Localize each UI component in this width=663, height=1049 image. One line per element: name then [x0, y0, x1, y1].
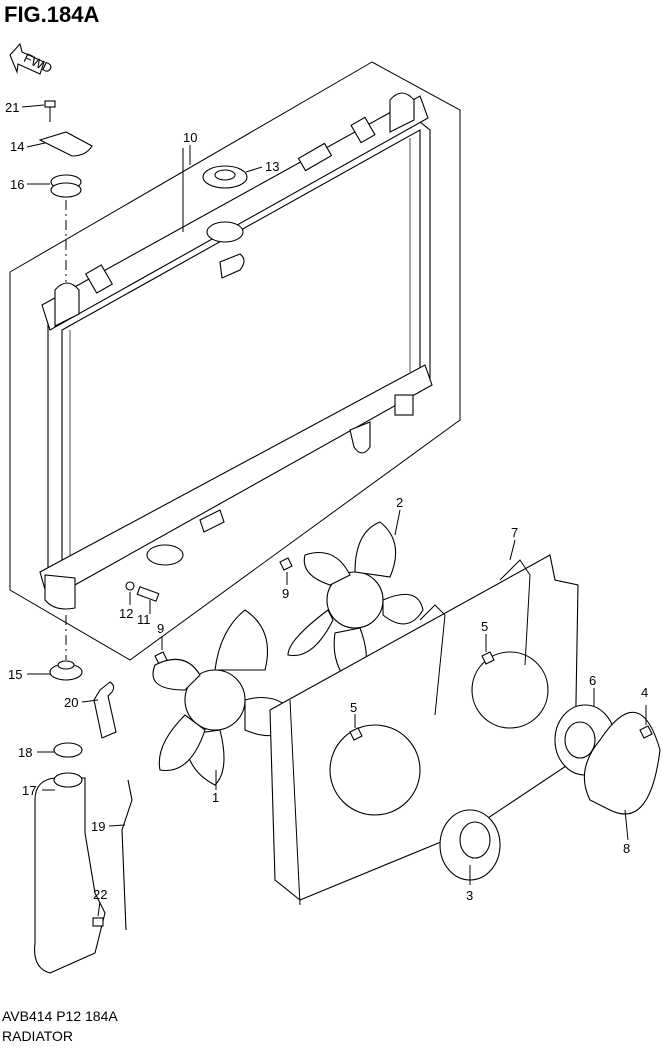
- fwd-arrow-icon: FWD: [9, 42, 55, 76]
- cap-18: [53, 742, 83, 758]
- callout-4: 4: [641, 685, 648, 700]
- mount-cushion-16: [50, 174, 82, 198]
- callout-19: 19: [91, 819, 105, 834]
- bolt-5a: [481, 651, 495, 665]
- callout-5a: 5: [481, 619, 488, 634]
- bracket-14: [38, 131, 93, 157]
- nut-9a: [279, 557, 293, 571]
- callout-15: 15: [8, 667, 22, 682]
- callout-12: 12: [119, 606, 133, 621]
- fan-motor-3: [439, 809, 501, 881]
- radiator-cap: [202, 165, 248, 189]
- callout-18: 18: [18, 745, 32, 760]
- mount-cushion-15: [49, 660, 83, 681]
- callout-2: 2: [396, 495, 403, 510]
- callout-21: 21: [5, 100, 19, 115]
- callout-14: 14: [10, 139, 24, 154]
- callout-3: 3: [466, 888, 473, 903]
- hose-19: [121, 779, 133, 931]
- drain-plug-11: [136, 586, 160, 602]
- fan-shroud-7: [269, 554, 579, 906]
- bolt-22: [92, 917, 104, 927]
- bolt-5b: [349, 727, 363, 741]
- callout-20: 20: [64, 695, 78, 710]
- callout-5b: 5: [350, 700, 357, 715]
- callout-labels: 1 2 3 4 5 5 6 7 8 9 9 10 11 12 13 14 15 …: [5, 100, 648, 903]
- callout-10: 10: [183, 130, 197, 145]
- callout-9a: 9: [282, 586, 289, 601]
- radiator: [39, 92, 433, 610]
- callout-16: 16: [10, 177, 24, 192]
- callout-11: 11: [137, 612, 151, 627]
- bolt-21: [44, 100, 56, 122]
- callout-22: 22: [93, 887, 107, 902]
- figure-code: AVB414 P12 184A: [2, 1008, 118, 1024]
- callout-8: 8: [623, 841, 630, 856]
- figure-title: FIG.184A: [4, 2, 100, 27]
- leader-lines: [21, 104, 647, 917]
- screw-4: [639, 725, 653, 739]
- callout-7: 7: [511, 525, 518, 540]
- reservoir-tank-17: [34, 777, 106, 974]
- callout-17: 17: [22, 783, 36, 798]
- hose-20: [93, 681, 117, 739]
- callout-13: 13: [265, 159, 279, 174]
- radiator-group-outline: [9, 61, 461, 661]
- callout-9b: 9: [157, 621, 164, 636]
- gasket-12: [125, 581, 135, 591]
- callout-1: 1: [212, 790, 219, 805]
- motor-cover-8: [583, 711, 661, 815]
- callout-6: 6: [589, 673, 596, 688]
- figure-name: RADIATOR: [2, 1028, 74, 1044]
